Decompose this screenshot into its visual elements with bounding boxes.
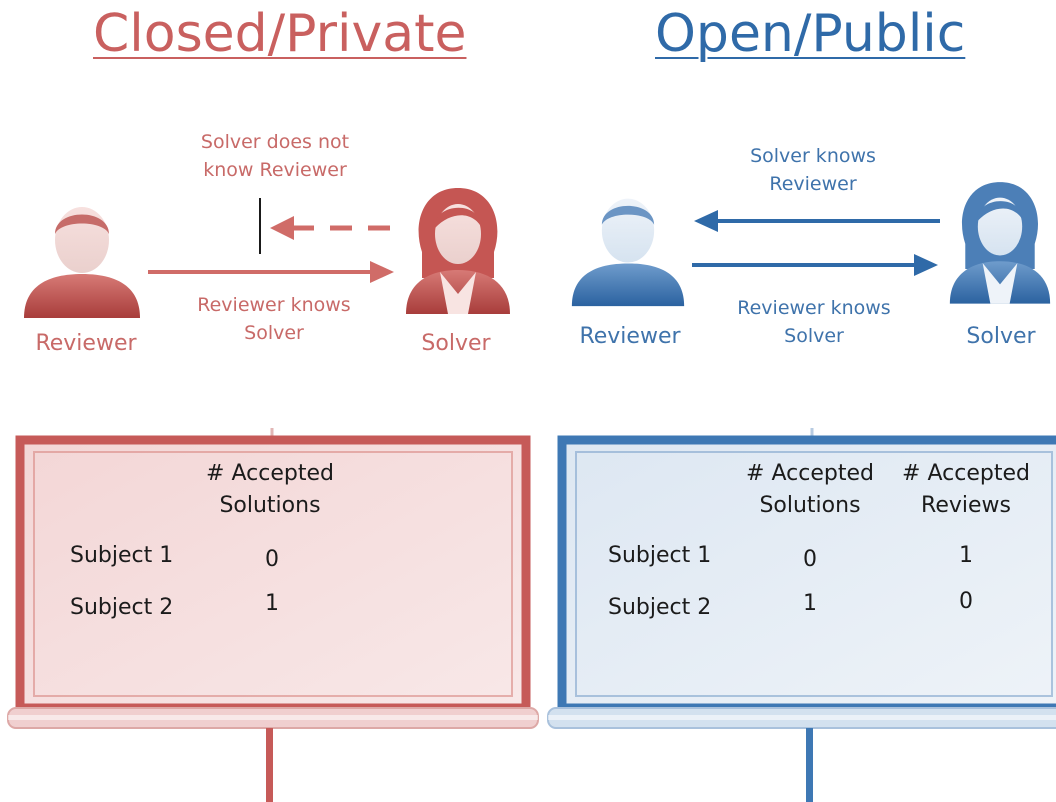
open-reviewer-icon bbox=[566, 188, 690, 308]
closed-blocked-arrow bbox=[250, 196, 400, 256]
open-solver-icon bbox=[946, 176, 1054, 306]
closed-row-value-2: 1 bbox=[265, 591, 279, 616]
open-reviewer-label: Reviewer bbox=[579, 324, 681, 349]
closed-reviewer-to-solver-arrow bbox=[148, 258, 396, 288]
closed-reviewer-icon bbox=[18, 194, 146, 320]
closed-solver-note: Solver does not know Reviewer bbox=[200, 131, 350, 181]
closed-header-solutions: # Accepted Solutions bbox=[206, 461, 334, 518]
closed-title: Closed/Private bbox=[93, 4, 467, 64]
open-reviewer-note: Reviewer knows Solver bbox=[737, 297, 891, 347]
closed-solver-label: Solver bbox=[421, 331, 491, 356]
open-row-solutions-2: 1 bbox=[803, 591, 817, 616]
open-title: Open/Public bbox=[655, 4, 966, 64]
open-reviewer-to-solver-arrow bbox=[692, 250, 940, 280]
open-row-reviews-2: 0 bbox=[959, 589, 973, 614]
open-solver-note: Solver knows Reviewer bbox=[750, 145, 876, 195]
open-row-reviews-1: 1 bbox=[959, 543, 973, 568]
closed-results-screen: # Accepted Solutions Subject 1 0 Subject… bbox=[0, 426, 540, 802]
open-results-screen: # Accepted Solutions # Accepted Reviews … bbox=[540, 426, 1056, 802]
open-header-solutions: # Accepted Solutions bbox=[746, 461, 874, 518]
closed-row-label-2: Subject 2 bbox=[70, 595, 174, 620]
closed-solver-icon bbox=[402, 182, 514, 316]
open-header-reviews: # Accepted Reviews bbox=[902, 461, 1030, 518]
open-solver-to-reviewer-arrow bbox=[694, 206, 940, 236]
open-row-label-1: Subject 1 bbox=[608, 543, 712, 568]
closed-reviewer-label: Reviewer bbox=[35, 331, 137, 356]
closed-reviewer-note: Reviewer knows Solver bbox=[197, 294, 351, 344]
closed-row-label-1: Subject 1 bbox=[70, 543, 174, 568]
open-row-solutions-1: 0 bbox=[803, 547, 817, 572]
closed-row-value-1: 0 bbox=[265, 547, 279, 572]
open-solver-label: Solver bbox=[966, 324, 1036, 349]
open-row-label-2: Subject 2 bbox=[608, 595, 712, 620]
